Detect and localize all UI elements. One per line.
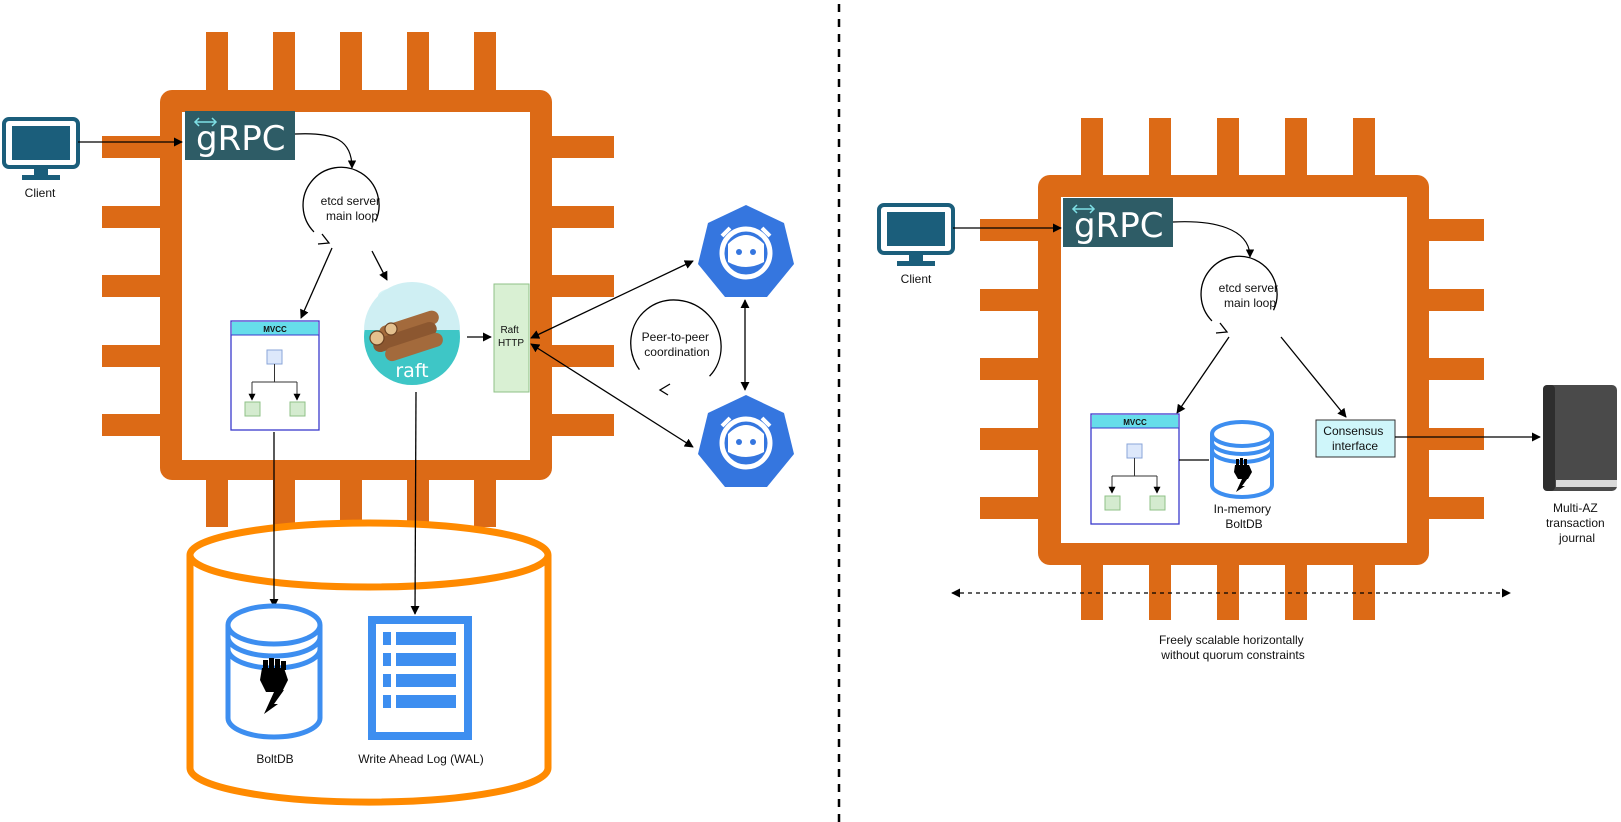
boltdb-label: BoltDB [256, 752, 293, 766]
monitor-icon [877, 203, 955, 266]
scale-label-line1: Freely scalable horizontally [1159, 633, 1304, 647]
raft-http-line2: HTTP [498, 338, 524, 349]
loop-label-line2: main loop [326, 209, 378, 223]
grpc-to-loop-arrow [294, 133, 357, 169]
peer-label: Peer-to-peer coordination [642, 330, 713, 359]
journal-label-line3: journal [1558, 531, 1595, 545]
raft-label: raft [395, 360, 428, 382]
right-chip [980, 118, 1484, 620]
raft-to-wal-arrow [410, 391, 420, 615]
loop-label-line2: main loop [1224, 296, 1276, 310]
right-loop-icon [1200, 255, 1278, 334]
peer-label-line2: coordination [644, 345, 709, 359]
inmem-label-line2: BoltDB [1225, 517, 1262, 531]
inmem-label: In-memory BoltDB [1214, 502, 1275, 531]
loop-label-line1: etcd server [321, 194, 380, 208]
loop-to-consensus-arrow [1280, 336, 1347, 418]
inmem-label-line1: In-memory [1214, 502, 1271, 516]
grpc-to-loop-arrow [1172, 221, 1255, 258]
loop-to-mvcc-arrow [1176, 336, 1230, 414]
loop-to-raft-arrow [371, 250, 388, 281]
left-loop-label: etcd server main loop [321, 194, 384, 223]
left-mvcc-box: MVCC [230, 320, 320, 431]
right-mvcc-box: MVCC [1090, 413, 1180, 525]
left-client: Client [2, 117, 80, 200]
raft-logo: raft [364, 282, 460, 385]
right-grpc-logo: gRPC [1063, 198, 1173, 247]
journal-label-line2: transaction [1546, 516, 1605, 530]
mvcc-label: MVCC [1123, 418, 1147, 427]
grpc-text: gRPC [196, 119, 285, 159]
peer-label-line1: Peer-to-peer [642, 330, 709, 344]
consensus-label-line1: Consensus [1323, 424, 1383, 438]
journal-label-line1: Multi-AZ [1553, 501, 1598, 515]
scale-label: Freely scalable horizontally without quo… [1159, 633, 1307, 662]
boltdb-icon [225, 603, 323, 740]
client-label: Client [25, 186, 56, 200]
inmem-boltdb-icon [1210, 420, 1274, 499]
wal-label: Write Ahead Log (WAL) [358, 752, 483, 766]
loop-to-mvcc-arrow [300, 247, 333, 319]
loop-label-line1: etcd server [1219, 281, 1278, 295]
consensus-box: Consensus interface [1315, 419, 1396, 458]
journal-label: Multi-AZ transaction journal [1546, 501, 1608, 545]
raft-logs-icon [369, 310, 443, 362]
peer-loop-icon [630, 299, 722, 396]
raft-http-line1: Raft [500, 325, 519, 336]
mvcc-label: MVCC [263, 325, 287, 334]
http-to-peer2-arrow [530, 343, 694, 448]
grpc-text: gRPC [1074, 206, 1163, 246]
raft-http-box: Raft HTTP [493, 283, 530, 393]
monitor-icon [2, 117, 80, 180]
tree-icon [244, 349, 306, 417]
wal-list-icon [368, 616, 472, 740]
client-label: Client [901, 272, 932, 286]
etcd-peer-bottom-icon [698, 395, 794, 487]
left-loop-icon [302, 166, 380, 245]
consensus-label-line2: interface [1332, 439, 1378, 453]
right-loop-label: etcd server main loop [1219, 281, 1282, 310]
fist-bolt-icon [260, 658, 288, 714]
consensus-label: Consensus interface [1323, 424, 1386, 453]
fist-bolt-icon [1234, 458, 1252, 492]
tree-icon [1104, 443, 1166, 511]
left-grpc-logo: gRPC [185, 111, 295, 160]
left-chip [102, 32, 614, 527]
http-to-peer1-arrow [530, 260, 694, 339]
right-client: Client [877, 203, 955, 286]
raft-http-label: Raft HTTP [498, 325, 524, 349]
etcd-peer-top-icon [698, 205, 794, 297]
scale-label-line2: without quorum constraints [1160, 648, 1304, 662]
book-icon [1543, 385, 1617, 491]
